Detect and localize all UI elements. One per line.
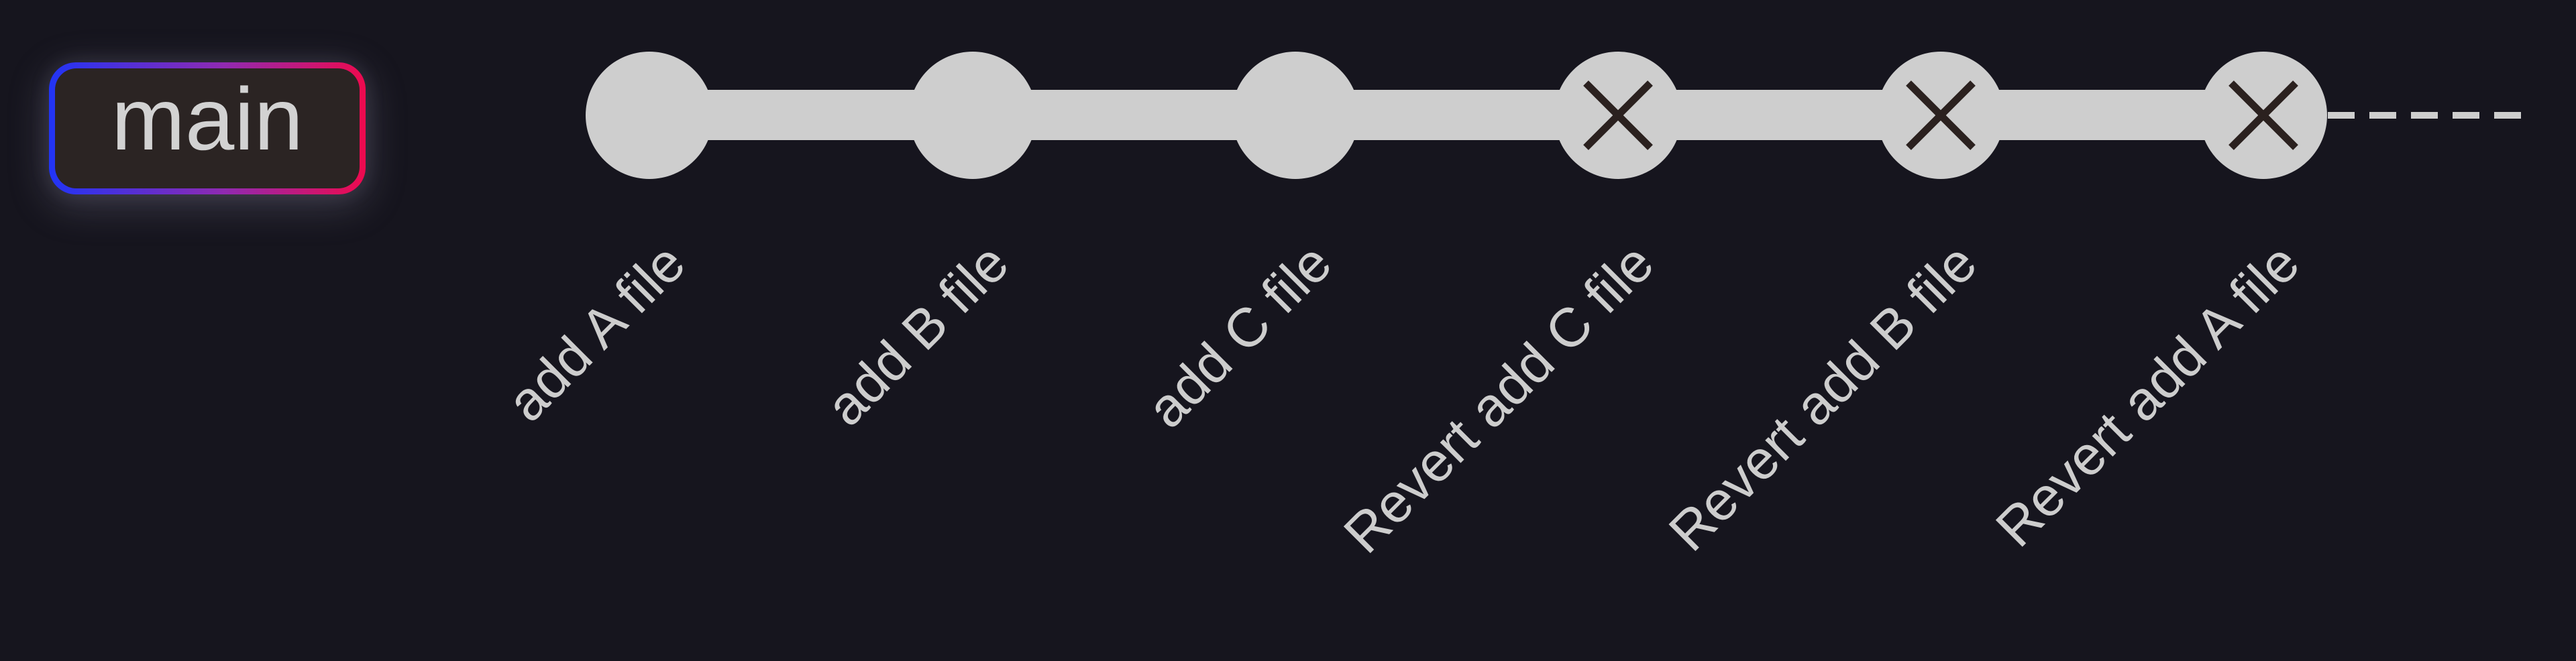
- commit-node-revert: [2200, 52, 2327, 179]
- commit-label: add B file: [814, 232, 1020, 438]
- branch-label-background: main: [55, 68, 360, 188]
- commit-label: add C file: [1135, 232, 1343, 440]
- branch-label-main: main: [49, 62, 366, 194]
- commit-label: add A file: [496, 232, 697, 434]
- commit-node: [1232, 52, 1359, 179]
- x-cross-icon: [1906, 80, 1976, 150]
- commit-label: Revert add A file: [1984, 232, 2311, 559]
- commit-node: [909, 52, 1036, 179]
- commit-node-revert: [1877, 52, 2004, 179]
- commit-line: [649, 90, 2263, 140]
- commit-node-revert: [1554, 52, 1682, 179]
- x-cross-icon: [1583, 80, 1653, 150]
- commit-label: Revert add B file: [1657, 232, 1988, 563]
- future-dashed-line: [2328, 112, 2522, 119]
- branch-name: main: [111, 69, 304, 168]
- commit-label: Revert add C file: [1332, 232, 1666, 565]
- x-cross-icon: [2229, 80, 2298, 150]
- commit-node: [586, 52, 713, 179]
